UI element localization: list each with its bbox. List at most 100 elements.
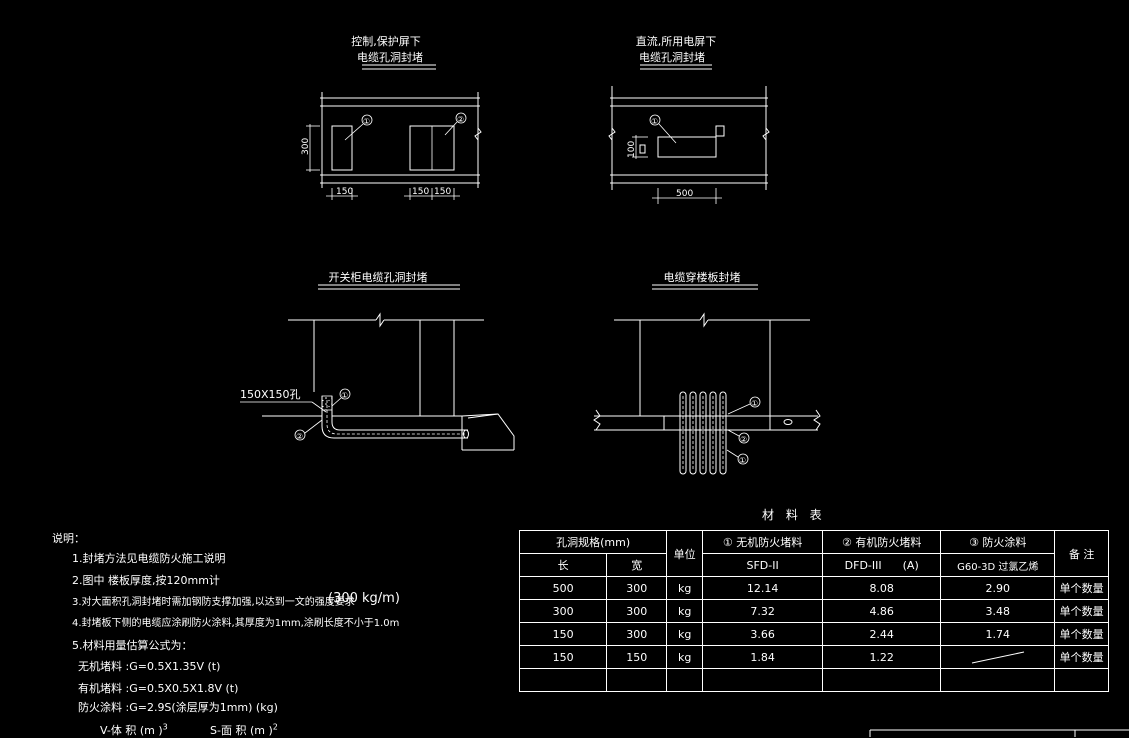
header-len: 长	[518, 553, 608, 577]
header-wid: 宽	[606, 553, 668, 577]
cell-m3: 1.74	[940, 622, 1056, 646]
dim-tr-height: 100	[627, 141, 637, 158]
area-text: S-面 积 (m )	[210, 724, 273, 737]
cell-empty	[1054, 668, 1109, 692]
header-unit: 单位	[666, 530, 704, 577]
cell-m3: 2.90	[940, 576, 1056, 600]
title-top-left-1: 控制,保护屏下	[351, 34, 421, 48]
note-3: 3.对大面积孔洞封堵时需加钢防支撑加强,以达到一文的强度要求	[72, 597, 355, 608]
table-row: 500 300 kg 12.14 8.08 2.90 单个数量	[518, 576, 1109, 600]
cell-wid: 300	[606, 599, 668, 623]
header-note: 备 注	[1054, 530, 1109, 577]
cell-empty	[702, 668, 824, 692]
table-row: 300 300 kg 7.32 4.86 3.48 单个数量	[518, 599, 1109, 623]
dim-tl-height: 300	[301, 138, 311, 155]
callout-tr-1: ①	[651, 117, 658, 126]
notes-heading: 说明：	[52, 532, 85, 545]
cell-len: 150	[518, 645, 608, 669]
table-header-row-2: 长 宽 SFD-II DFD-III (A) G60-3D 过氯乙烯	[518, 553, 1109, 577]
title-top-right-2: 电缆孔洞封堵	[639, 50, 705, 64]
cell-empty	[666, 668, 704, 692]
cell-unit: kg	[666, 576, 704, 600]
note-4: 4.封堵板下侧的电缆应涂刷防火涂料,其厚度为1mm,涂刷长度不小于1.0m	[72, 618, 400, 629]
view-top-right: 直流,所用电屏下 电缆孔洞封堵 100 500 ①	[608, 34, 770, 204]
formula-2: 有机堵料 :G=0.5X0.5X1.8V (t)	[78, 682, 239, 695]
cell-unit: kg	[666, 622, 704, 646]
hole-label: 150X150孔	[240, 388, 301, 401]
cell-m1: 7.32	[702, 599, 824, 623]
cell-unit: kg	[666, 645, 704, 669]
cell-m3: 3.48	[940, 599, 1056, 623]
cell-len: 150	[518, 622, 608, 646]
cell-m1: 1.84	[702, 645, 824, 669]
header-m2: ② 有机防火堵料	[822, 530, 942, 554]
formula-3: 防火涂料 :G=2.9S(涂层厚为1mm) (kg)	[78, 701, 278, 714]
table-row: 150 150 kg 1.84 1.22 单个数量	[518, 645, 1109, 669]
note-5: 5.材料用量估算公式为：	[72, 639, 193, 652]
volume-exp: 3	[162, 722, 168, 732]
material-table: 孔洞规格(mm) 单位 ① 无机防火堵料 ② 有机防火堵料 ③ 防火涂料 备 注…	[518, 530, 1109, 692]
header-m2-code: DFD-III (A)	[822, 553, 942, 577]
area-exp: 2	[272, 722, 278, 732]
area-label: S-面 积 (m )2	[210, 722, 278, 738]
table-row: 150 300 kg 3.66 2.44 1.74 单个数量	[518, 622, 1109, 646]
header-m3: ③ 防火涂料	[940, 530, 1056, 554]
cell-empty	[518, 668, 608, 692]
cell-note: 单个数量	[1054, 622, 1109, 646]
cell-wid: 300	[606, 576, 668, 600]
volume-label: V-体 积 (m )3	[100, 722, 168, 738]
callout-ml-1a: ①	[341, 391, 348, 400]
cell-m2: 4.86	[822, 599, 942, 623]
cell-wid: 300	[606, 622, 668, 646]
callout-mr-1b: ①	[739, 456, 746, 465]
cell-len: 500	[518, 576, 608, 600]
material-table-title: 材 料 表	[762, 508, 826, 522]
header-m3-code: G60-3D 过氯乙烯	[940, 553, 1056, 577]
header-size: 孔洞规格(mm)	[518, 530, 668, 554]
cell-len: 300	[518, 599, 608, 623]
header-m2-code-text: DFD-III	[844, 558, 882, 572]
cell-m1: 12.14	[702, 576, 824, 600]
dim-tr-w: 500	[676, 189, 693, 199]
callout-mr-1a: ①	[751, 399, 758, 408]
dim-tl-w3: 150	[434, 187, 451, 197]
cell-note: 单个数量	[1054, 645, 1109, 669]
title-mid-left: 开关柜电缆孔洞封堵	[329, 270, 428, 284]
cell-wid: 150	[606, 645, 668, 669]
note-2: 2.图中 楼板厚度,按120mm计	[72, 574, 220, 587]
title-top-left-2: 电缆孔洞封堵	[357, 50, 423, 64]
cell-unit: kg	[666, 599, 704, 623]
dim-tl-w2: 150	[412, 187, 429, 197]
view-mid-right: 电缆穿楼板封堵 ① ② ①	[593, 270, 821, 475]
callout-tl-2: ②	[457, 115, 464, 124]
cell-empty	[822, 668, 942, 692]
cell-m3-empty	[940, 645, 1056, 669]
header-m1: ① 无机防火堵料	[702, 530, 824, 554]
note-1: 1.封堵方法见电缆防火施工说明	[72, 552, 226, 565]
title-top-right-1: 直流,所用电屏下	[636, 34, 717, 48]
view-mid-left: 开关柜电缆孔洞封堵 150X150孔 ① ②	[240, 270, 515, 451]
cell-m2: 8.08	[822, 576, 942, 600]
callout-tl-1: ①	[363, 117, 370, 126]
table-header-row: 孔洞规格(mm) 单位 ① 无机防火堵料 ② 有机防火堵料 ③ 防火涂料 备 注	[518, 530, 1109, 577]
note-3-extra: (300 kg/m)	[328, 591, 400, 606]
cell-empty	[940, 668, 1056, 692]
volume-text: V-体 积 (m )	[100, 724, 163, 737]
cell-m1: 3.66	[702, 622, 824, 646]
table-row-empty	[518, 668, 1109, 692]
cell-note: 单个数量	[1054, 576, 1109, 600]
title-mid-right: 电缆穿楼板封堵	[664, 270, 741, 284]
cell-note: 单个数量	[1054, 599, 1109, 623]
callout-mr-2: ②	[740, 435, 747, 444]
dim-tl-w1: 150	[336, 187, 353, 197]
header-m1-code: SFD-II	[702, 553, 824, 577]
header-m2-code-suffix: (A)	[902, 558, 919, 572]
formula-1: 无机堵料 :G=0.5X1.35V (t)	[78, 660, 221, 673]
slash-mark	[971, 651, 1024, 664]
cell-m2: 2.44	[822, 622, 942, 646]
callout-ml-1b: ②	[296, 432, 303, 441]
cell-empty	[606, 668, 668, 692]
cell-m2: 1.22	[822, 645, 942, 669]
view-top-left: 控制,保护屏下 电缆孔洞封堵 300 150 150 150 ① ②	[301, 34, 482, 200]
